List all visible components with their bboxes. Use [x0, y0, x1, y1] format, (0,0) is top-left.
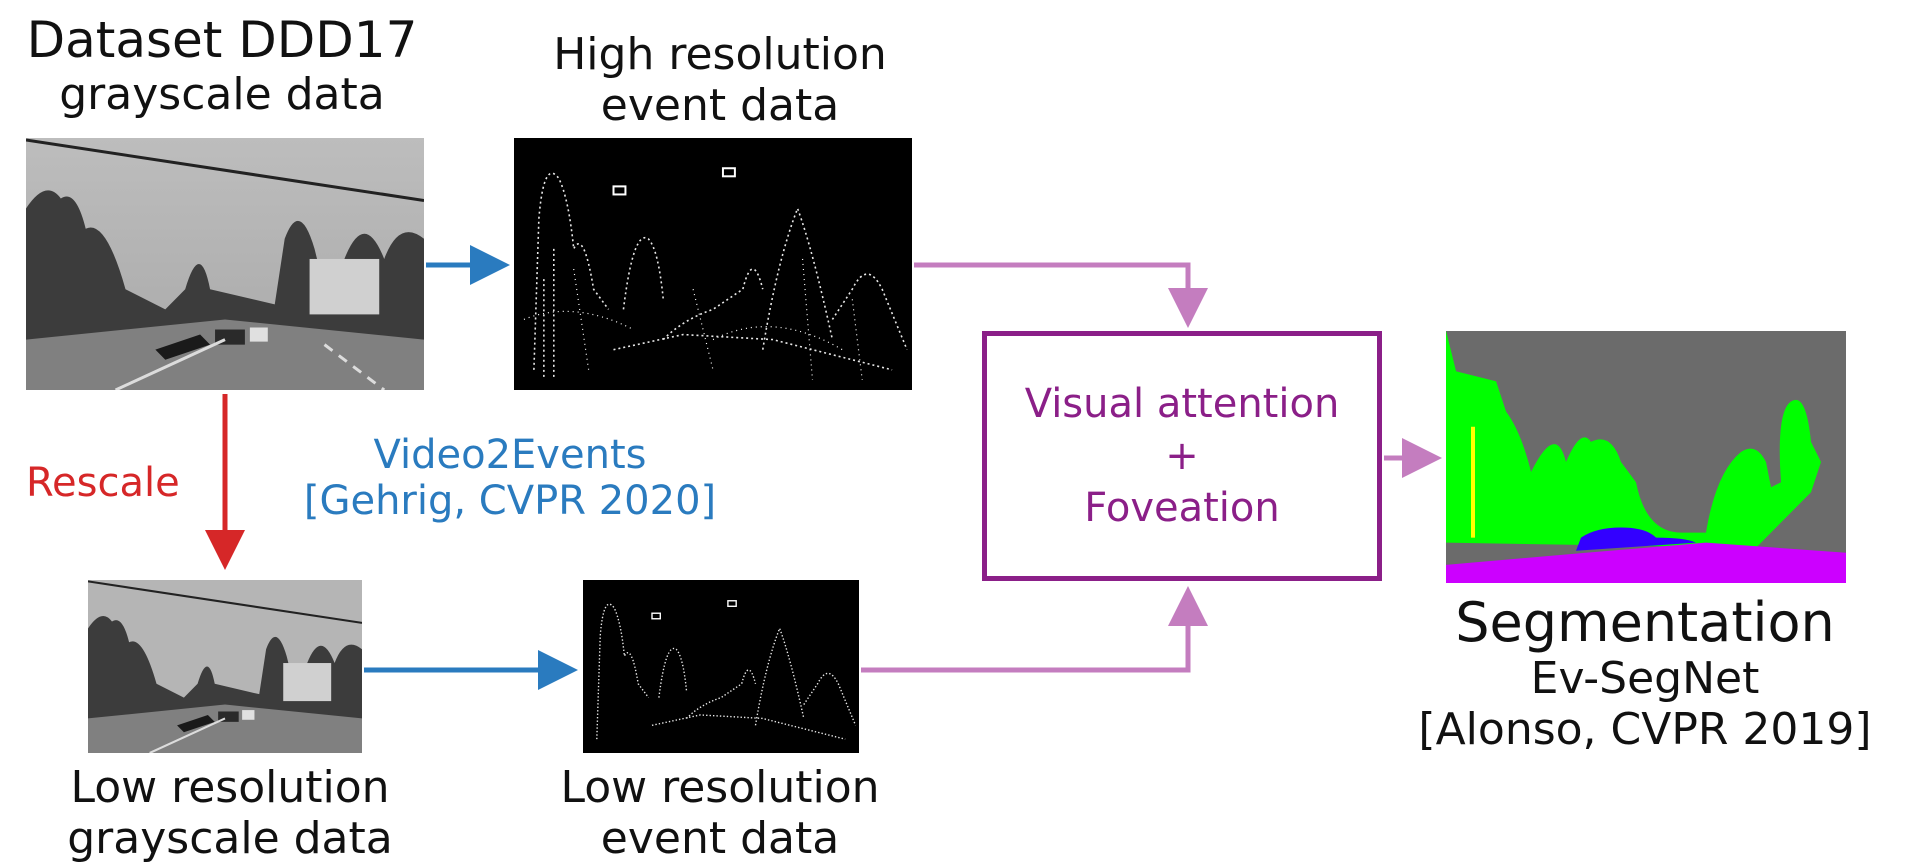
segmentation-model: Ev-SegNet [1530, 653, 1760, 705]
low-event-label: Low resolution event data [510, 762, 930, 864]
low-event-line1: Low resolution [560, 762, 880, 813]
high-res-label: High resolution event data [510, 29, 930, 131]
dataset-title: Dataset DDD17 [26, 11, 418, 69]
arrow-highres-to-attention [914, 262, 1208, 328]
attention-line1: Visual attention [1024, 381, 1340, 427]
high-res-line2: event data [600, 79, 840, 131]
dataset-grayscale-image [26, 138, 424, 390]
segmentation-title: Segmentation [1455, 591, 1835, 654]
low-res-grayscale-image [88, 580, 362, 753]
segmentation-image [1446, 331, 1846, 583]
arrow-lowevent-to-attention [861, 586, 1208, 673]
video2events-line2: [Gehrig, CVPR 2020] [303, 478, 717, 524]
attention-plus: + [1165, 433, 1199, 479]
low-gray-label: Low resolution grayscale data [20, 762, 440, 864]
low-res-event-image [583, 580, 859, 753]
video2events-line1: Video2Events [373, 432, 647, 478]
dataset-label: Dataset DDD17 grayscale data [2, 11, 442, 120]
rescale-label: Rescale [26, 460, 180, 506]
segmentation-citation: [Alonso, CVPR 2019] [1418, 703, 1872, 755]
attention-box: Visual attention + Foveation [982, 331, 1382, 581]
low-event-line2: event data [600, 812, 840, 864]
segmentation-label: Segmentation Ev-SegNet [Alonso, CVPR 201… [1375, 591, 1915, 755]
dataset-subtitle: grayscale data [59, 68, 385, 120]
video2events-label: Video2Events [Gehrig, CVPR 2020] [270, 432, 750, 524]
attention-line2: Foveation [1084, 485, 1280, 531]
high-res-line1: High resolution [553, 29, 887, 80]
high-res-event-image [514, 138, 912, 390]
low-gray-line2: grayscale data [67, 812, 393, 864]
low-gray-line1: Low resolution [70, 762, 390, 813]
